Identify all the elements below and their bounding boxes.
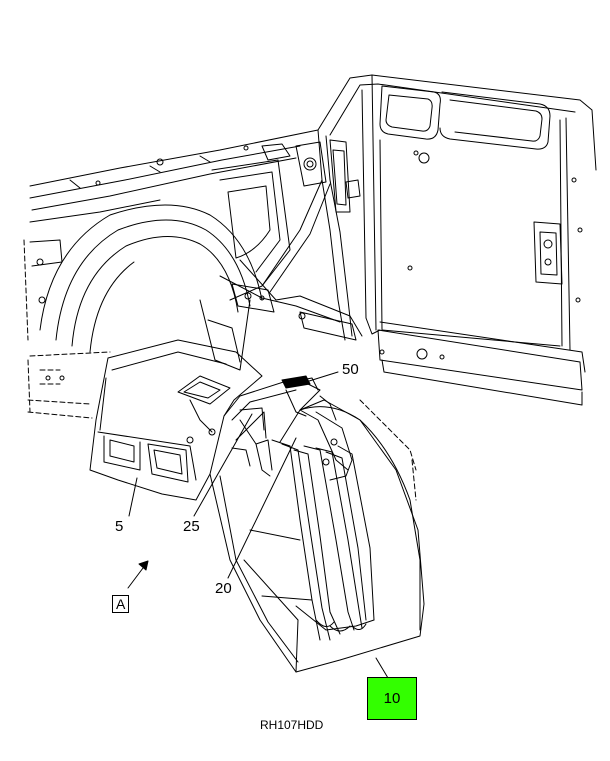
figure-code: RH107HDD <box>260 718 324 732</box>
callout-10-highlight[interactable]: 10 <box>367 677 417 720</box>
part-20-inner-panel <box>231 419 273 477</box>
view-a-arrow <box>127 560 149 589</box>
cowl-apron <box>29 129 381 371</box>
view-a-label: A <box>112 595 130 613</box>
callout-50: 50 <box>342 361 359 378</box>
cab-body-side <box>295 74 597 406</box>
callout-5: 5 <box>115 518 124 535</box>
leader-lines <box>128 371 389 679</box>
side-rail <box>23 239 417 501</box>
part-25-apron <box>223 375 321 443</box>
callout-25: 25 <box>183 518 200 535</box>
callout-10: 10 <box>383 690 401 707</box>
part-10-wheelhouse-liner <box>209 395 425 673</box>
callout-20: 20 <box>215 580 232 597</box>
part-5-splash-shield <box>89 339 263 501</box>
